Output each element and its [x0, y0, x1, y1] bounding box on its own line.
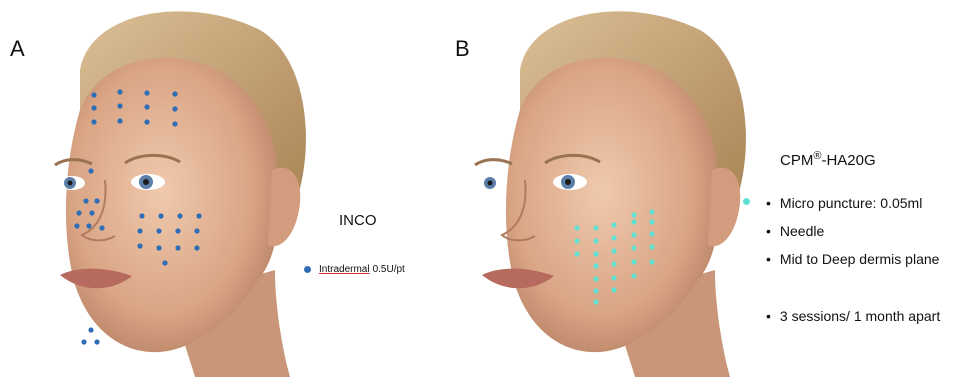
injection-dot-cheek-teal: [593, 299, 598, 304]
injection-dot-cheek-teal: [574, 238, 579, 243]
injection-dot-cheek: [137, 243, 142, 248]
injection-dot-forehead: [172, 91, 177, 96]
injection-dot-forehead: [144, 90, 149, 95]
injection-dot-cheek-teal: [649, 231, 654, 236]
injection-dot-cheek-teal: [649, 219, 654, 224]
injection-dot-cheek: [137, 228, 142, 233]
injection-dot-cheek: [156, 228, 161, 233]
injection-dot-cheek-teal: [611, 248, 616, 253]
injection-dot-cheek-teal: [649, 209, 654, 214]
panel-b-product-title: CPM®-HA20G: [780, 150, 876, 169]
injection-dot-forehead: [144, 119, 149, 124]
injection-dot-nose: [74, 223, 79, 228]
legend-dot-teal: [743, 198, 750, 205]
injection-dot-cheek-teal: [574, 225, 579, 230]
injection-dot-cheek-teal: [631, 219, 636, 224]
injection-dot-chin: [88, 327, 93, 332]
legend-text-dose: 0.5U/pt: [373, 264, 405, 275]
injection-dot-cheek: [177, 213, 182, 218]
injection-dot-chin: [81, 339, 86, 344]
injection-dot-cheek: [175, 228, 180, 233]
injection-dot-cheek: [194, 245, 199, 250]
injection-dot-cheek-teal: [649, 259, 654, 264]
injection-dot-nose: [88, 168, 93, 173]
injection-dot-cheek: [196, 213, 201, 218]
injection-dot-nose: [89, 210, 94, 215]
injection-dot-cheek-teal: [593, 225, 598, 230]
bullet-depth-plane: Mid to Deep dermis plane: [766, 252, 939, 266]
injection-dot-nose: [94, 198, 99, 203]
injection-dot-cheek-teal: [611, 235, 616, 240]
injection-dot-forehead: [117, 89, 122, 94]
injection-dot-cheek: [139, 213, 144, 218]
injection-dot-cheek-teal: [631, 273, 636, 278]
injection-dot-cheek-teal: [593, 251, 598, 256]
injection-dot-cheek-teal: [631, 259, 636, 264]
injection-dot-chin: [94, 339, 99, 344]
injection-dot-forehead: [172, 121, 177, 126]
injection-dot-cheek-teal: [611, 222, 616, 227]
injection-dot-cheek-teal: [574, 251, 579, 256]
injection-dot-nose: [76, 210, 81, 215]
panel-a-title: INCO: [339, 212, 377, 229]
injection-dot-cheek: [175, 245, 180, 250]
injection-dot-cheek-teal: [631, 212, 636, 217]
bullet-micro-puncture: Micro puncture: 0.05ml: [766, 196, 922, 210]
injection-dot-cheek-teal: [611, 275, 616, 280]
injection-dot-forehead: [91, 105, 96, 110]
injection-dot-cheek-teal: [593, 263, 598, 268]
bullet-needle: Needle: [766, 224, 824, 238]
injection-dot-forehead: [91, 92, 96, 97]
panel-a-legend: Intradermal 0.5U/pt: [304, 264, 405, 275]
injection-dot-forehead: [91, 119, 96, 124]
injection-dot-cheek: [156, 245, 161, 250]
injection-dot-cheek-teal: [611, 261, 616, 266]
injection-dot-forehead: [172, 106, 177, 111]
injection-dot-cheek-teal: [593, 288, 598, 293]
injection-dot-cheek-teal: [593, 276, 598, 281]
legend-dot-blue: [304, 266, 311, 273]
injection-dot-cheek-teal: [649, 244, 654, 249]
legend-text-intradermal: Intradermal: [319, 264, 370, 275]
injection-dot-nose: [99, 225, 104, 230]
injection-dot-nose: [83, 198, 88, 203]
injection-dot-cheek-teal: [631, 232, 636, 237]
injection-dot-forehead: [117, 118, 122, 123]
injection-dot-cheek-teal: [593, 238, 598, 243]
injection-dot-cheek: [194, 228, 199, 233]
injection-dot-cheek-teal: [611, 287, 616, 292]
injection-dot-forehead: [144, 104, 149, 109]
injection-dot-forehead: [117, 103, 122, 108]
injection-dot-cheek: [158, 213, 163, 218]
injection-dot-cheek: [162, 260, 167, 265]
injection-dot-cheek-teal: [631, 245, 636, 250]
bullet-sessions: 3 sessions/ 1 month apart: [766, 309, 940, 323]
injection-dot-nose: [86, 223, 91, 228]
